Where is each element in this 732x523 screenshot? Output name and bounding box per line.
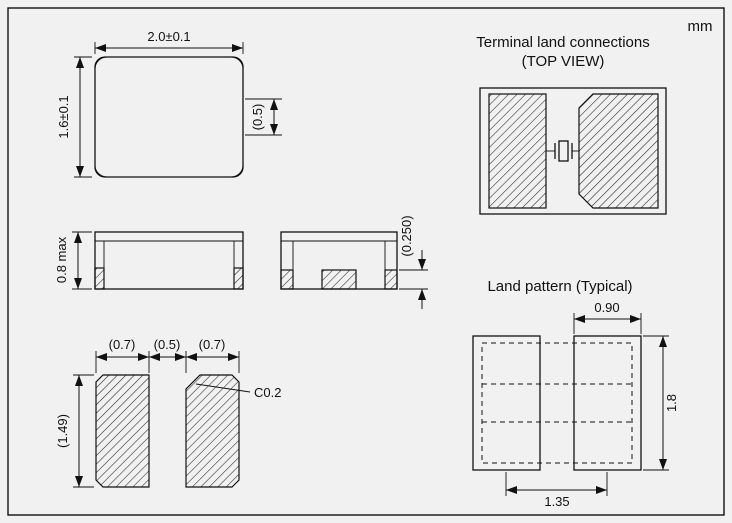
package-outline-dashed [481,342,633,464]
package-top-view: 2.0±0.1 1.6±0.1 (0.5) [56,29,282,178]
land-pattern-dim-pitch: 1.35 [505,472,608,509]
terminal-land-pad-left [488,93,547,209]
top-view-dim-width: 2.0±0.1 [94,29,244,54]
top-view-dim-center: (0.5) [245,98,282,136]
terminal-land-connections: Terminal land connections (TOP VIEW) [476,34,667,215]
dim-pad-right-label: (0.7) [199,337,226,352]
corner-castellations [94,56,244,178]
package-end-view: (0.250) [280,215,428,309]
bottom-view-dim-length: (1.49) [55,374,94,488]
dim-pad-left-label: (0.7) [109,337,136,352]
dim-center-label: (0.5) [250,104,265,131]
end-terminal-center [321,269,357,290]
front-outline [94,231,244,290]
package-outline [94,56,244,178]
terminal-land-outline [479,87,667,215]
crystal-symbol [546,140,579,162]
dim-max-height-label: 0.8 max [54,236,69,283]
land-pad-right [573,335,642,471]
package-front-view: 0.8 max [54,231,244,290]
front-terminal-right [233,267,244,290]
dim-standoff-label: (0.250) [399,215,414,256]
end-terminal-left [280,269,294,290]
terminal-land-title: Terminal land connections [476,34,649,51]
land-pattern-dim-pad-height: 1.8 [643,335,679,471]
front-view-dim-height: 0.8 max [54,231,92,290]
land-pattern-title: Land pattern (Typical) [487,278,632,295]
dim-pad-length-label: (1.49) [55,414,70,448]
bottom-pad-right [185,374,240,488]
dim-height-label: 1.6±0.1 [56,95,71,138]
dim-width-label: 2.0±0.1 [147,29,190,44]
unit-label: mm [688,18,713,35]
chamfer-label: C0.2 [254,385,281,400]
dim-land-pad-width-label: 0.90 [594,300,619,315]
dim-land-pitch-label: 1.35 [544,494,569,509]
land-pattern: Land pattern (Typical) 0.90 1.8 1.35 [472,278,679,509]
dim-gap-label: (0.5) [154,337,181,352]
bottom-pad-left [95,374,150,488]
end-terminal-right [384,269,398,290]
package-bottom-view: (0.7) (0.5) (0.7) (1.49) C0.2 [55,337,281,488]
land-pad-left [472,335,541,471]
end-view-dim-standoff: (0.250) [399,215,428,309]
dim-land-pad-height-label: 1.8 [664,394,679,412]
terminal-land-pad-right [578,93,659,209]
terminal-land-subtitle: (TOP VIEW) [522,53,605,70]
chamfer-callout: C0.2 [195,383,281,400]
bottom-view-dims-top: (0.7) (0.5) (0.7) [95,337,240,373]
top-view-dim-height: 1.6±0.1 [56,56,92,178]
land-pattern-dim-pad-width: 0.90 [573,300,642,334]
front-terminal-left [94,267,105,290]
